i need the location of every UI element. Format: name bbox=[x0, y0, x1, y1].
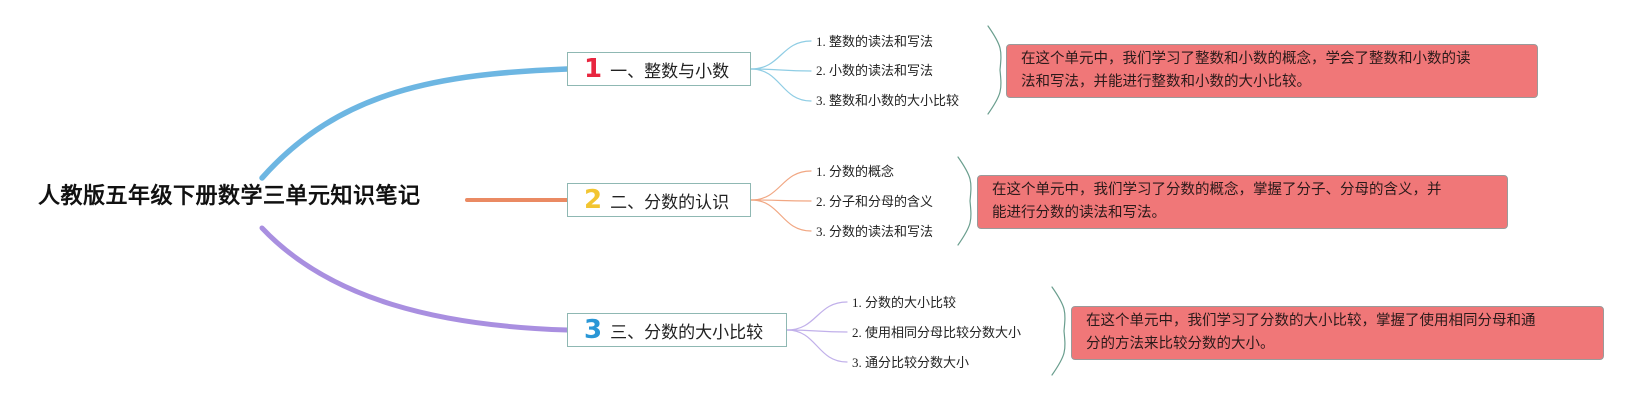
subtopic-3-2[interactable]: 2. 使用相同分母比较分数大小 bbox=[852, 325, 1022, 340]
topic-label-3: 三、分数的大小比较 bbox=[610, 322, 764, 343]
summary-box-3[interactable]: 在这个单元中，我们学习了分数的大小比较，掌握了使用相同分母和通 分的方法来比较分… bbox=[1071, 306, 1604, 360]
summary-line: 分的方法来比较分数的大小。 bbox=[1086, 336, 1275, 352]
root-title: 人教版五年级下册数学三单元知识笔记 bbox=[38, 184, 421, 209]
topic-label-1: 一、整数与小数 bbox=[610, 61, 730, 82]
subbranch-line-1-3 bbox=[750, 68, 812, 102]
subtopic-2-1[interactable]: 1. 分数的概念 bbox=[816, 164, 895, 179]
subtopic-2-2[interactable]: 2. 分子和分母的含义 bbox=[816, 194, 934, 209]
summary-line: 在这个单元中，我们学习了分数的概念，掌握了分子、分母的含义，并 bbox=[992, 182, 1442, 198]
topic-node-2[interactable]: 2 二、分数的认识 bbox=[567, 183, 751, 217]
branch-line-1 bbox=[259, 66, 570, 181]
summary-bracket-2 bbox=[957, 156, 972, 246]
summary-box-1[interactable]: 在这个单元中，我们学习了整数和小数的概念，学会了整数和小数的读 法和写法，并能进… bbox=[1006, 44, 1538, 98]
subbranch-line-3-1 bbox=[786, 301, 848, 331]
summary-bracket-1 bbox=[987, 25, 1002, 115]
topic-node-1[interactable]: 1 一、整数与小数 bbox=[567, 52, 751, 86]
subtopic-2-3[interactable]: 3. 分数的读法和写法 bbox=[816, 224, 934, 239]
topic-node-3[interactable]: 3 三、分数的大小比较 bbox=[567, 313, 787, 347]
topic-label-2: 二、分数的认识 bbox=[610, 192, 730, 213]
subbranch-line-2-3 bbox=[750, 199, 812, 232]
summary-box-2[interactable]: 在这个单元中，我们学习了分数的概念，掌握了分子、分母的含义，并 能进行分数的读法… bbox=[977, 175, 1508, 229]
summary-line: 在这个单元中，我们学习了分数的大小比较，掌握了使用相同分母和通 bbox=[1086, 313, 1536, 329]
subtopic-3-1[interactable]: 1. 分数的大小比较 bbox=[852, 295, 957, 310]
summary-line: 法和写法，并能进行整数和小数的大小比较。 bbox=[1021, 74, 1311, 90]
subtopic-1-3[interactable]: 3. 整数和小数的大小比较 bbox=[816, 93, 960, 108]
summary-bracket-3 bbox=[1051, 286, 1066, 376]
summary-line: 在这个单元中，我们学习了整数和小数的概念，学会了整数和小数的读 bbox=[1021, 51, 1471, 67]
subtopic-1-2[interactable]: 2. 小数的读法和写法 bbox=[816, 63, 934, 78]
topic-number-1: 1 bbox=[584, 54, 603, 84]
branch-line-3 bbox=[259, 225, 570, 333]
topic-number-3: 3 bbox=[584, 315, 603, 345]
subtopic-3-3[interactable]: 3. 通分比较分数大小 bbox=[852, 355, 970, 370]
summary-line: 能进行分数的读法和写法。 bbox=[992, 205, 1166, 221]
subbranch-line-2-1 bbox=[750, 170, 812, 201]
subbranch-line-3-3 bbox=[786, 329, 848, 363]
topic-number-2: 2 bbox=[584, 185, 603, 215]
subbranch-line-1-1 bbox=[750, 40, 812, 70]
subtopic-1-1[interactable]: 1. 整数的读法和写法 bbox=[816, 34, 934, 49]
